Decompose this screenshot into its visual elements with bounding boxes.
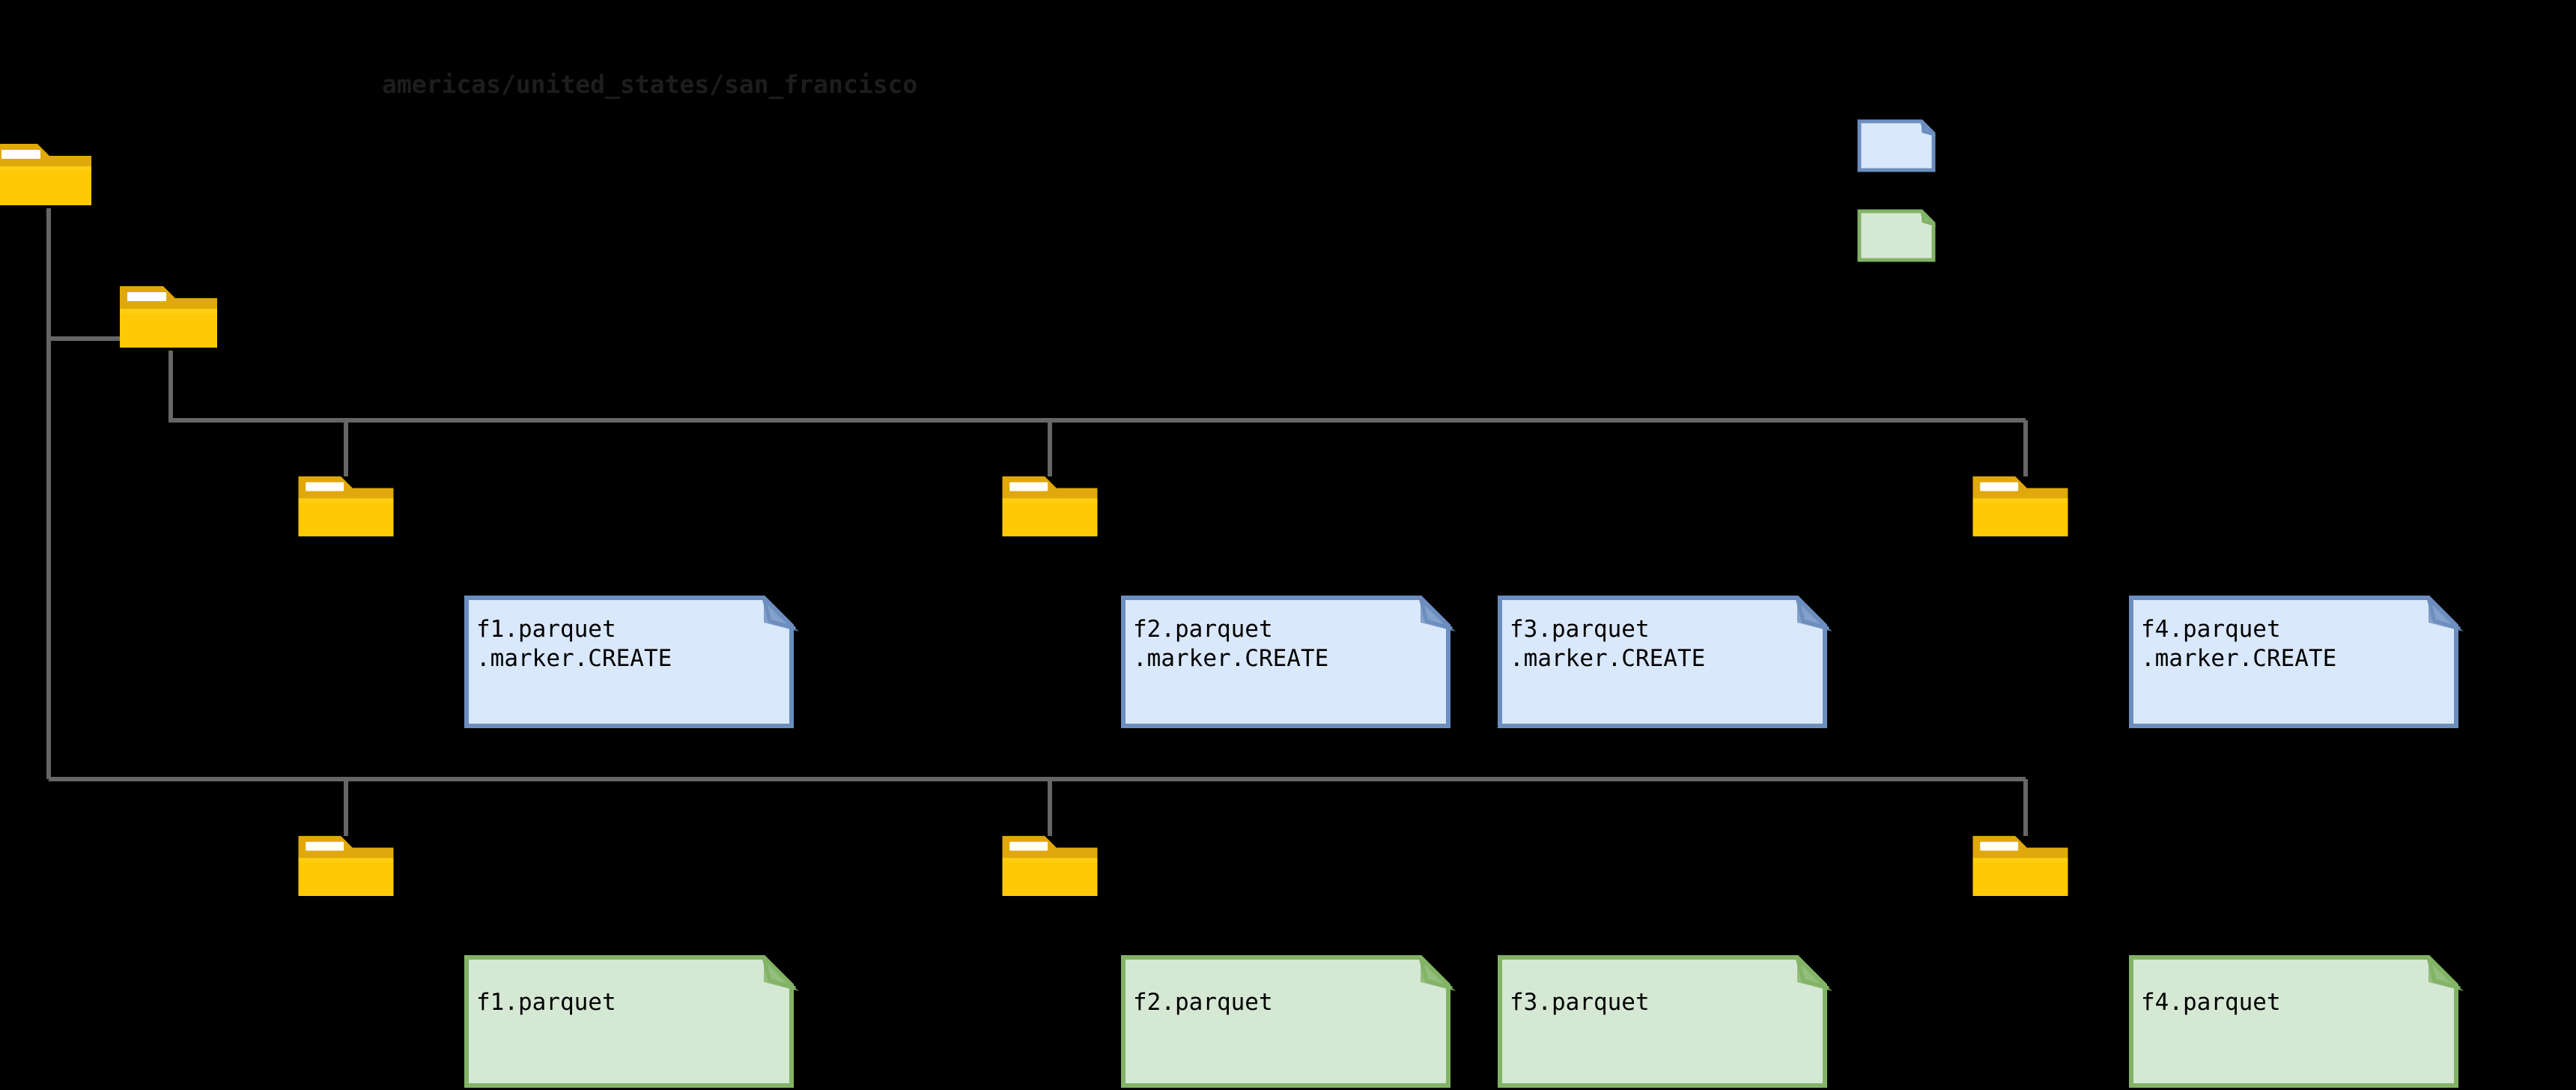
data-note-f1[interactable]: f1.parquet — [464, 955, 799, 1088]
folder-icon — [1972, 835, 2068, 896]
folder-icon — [1002, 476, 1098, 536]
note-icon — [464, 955, 799, 1088]
note-icon — [464, 596, 799, 728]
region-folder[interactable] — [120, 283, 217, 348]
data-dir-2[interactable] — [1002, 833, 1098, 896]
marker-note-line1: f3.parquet — [1510, 616, 1650, 643]
note-icon — [1498, 596, 1832, 728]
marker-note-line1: f1.parquet — [476, 616, 616, 643]
folder-icon — [1972, 476, 2068, 536]
data-note-line1: f4.parquet — [2141, 989, 2281, 1016]
data-dir-3[interactable] — [1972, 833, 2068, 896]
marker-dir-2[interactable] — [1002, 473, 1098, 536]
legend-data-swatch — [1857, 207, 1947, 262]
folder-icon — [0, 144, 91, 205]
note-icon — [1121, 955, 1456, 1088]
note-icon — [1121, 596, 1456, 728]
folder-icon — [298, 835, 394, 896]
note-icon — [1498, 955, 1832, 1088]
marker-note-f3[interactable]: f3.parquet .marker.CREATE — [1498, 596, 1832, 728]
marker-note-line2: .marker.CREATE — [2141, 645, 2337, 672]
folder-icon — [120, 286, 217, 348]
data-note-f3[interactable]: f3.parquet — [1498, 955, 1832, 1088]
marker-note-f1[interactable]: f1.parquet .marker.CREATE — [464, 596, 799, 728]
marker-note-f4[interactable]: f4.parquet .marker.CREATE — [2129, 596, 2464, 728]
folder-icon — [1002, 835, 1098, 896]
marker-note-line1: f2.parquet — [1133, 616, 1273, 643]
data-dir-1[interactable] — [298, 833, 394, 896]
note-icon — [1857, 209, 1936, 262]
data-note-line1: f1.parquet — [476, 989, 616, 1016]
marker-note-line2: .marker.CREATE — [1510, 645, 1706, 672]
root-folder[interactable] — [0, 141, 91, 205]
note-icon — [2129, 955, 2464, 1088]
folder-icon — [298, 476, 394, 536]
data-note-line1: f2.parquet — [1133, 989, 1273, 1016]
legend-marker-swatch — [1857, 117, 1947, 172]
data-note-line1: f3.parquet — [1510, 989, 1650, 1016]
data-note-f2[interactable]: f2.parquet — [1121, 955, 1456, 1088]
data-note-f4[interactable]: f4.parquet — [2129, 955, 2464, 1088]
marker-dir-1[interactable] — [298, 473, 394, 536]
marker-note-f2[interactable]: f2.parquet .marker.CREATE — [1121, 596, 1456, 728]
marker-note-line2: .marker.CREATE — [1133, 645, 1329, 672]
marker-note-line1: f4.parquet — [2141, 616, 2281, 643]
marker-dir-3[interactable] — [1972, 473, 2068, 536]
marker-note-line2: .marker.CREATE — [476, 645, 672, 672]
note-icon — [2129, 596, 2464, 728]
page-title: americas/united_states/san_francisco — [382, 70, 918, 99]
note-icon — [1857, 119, 1936, 172]
